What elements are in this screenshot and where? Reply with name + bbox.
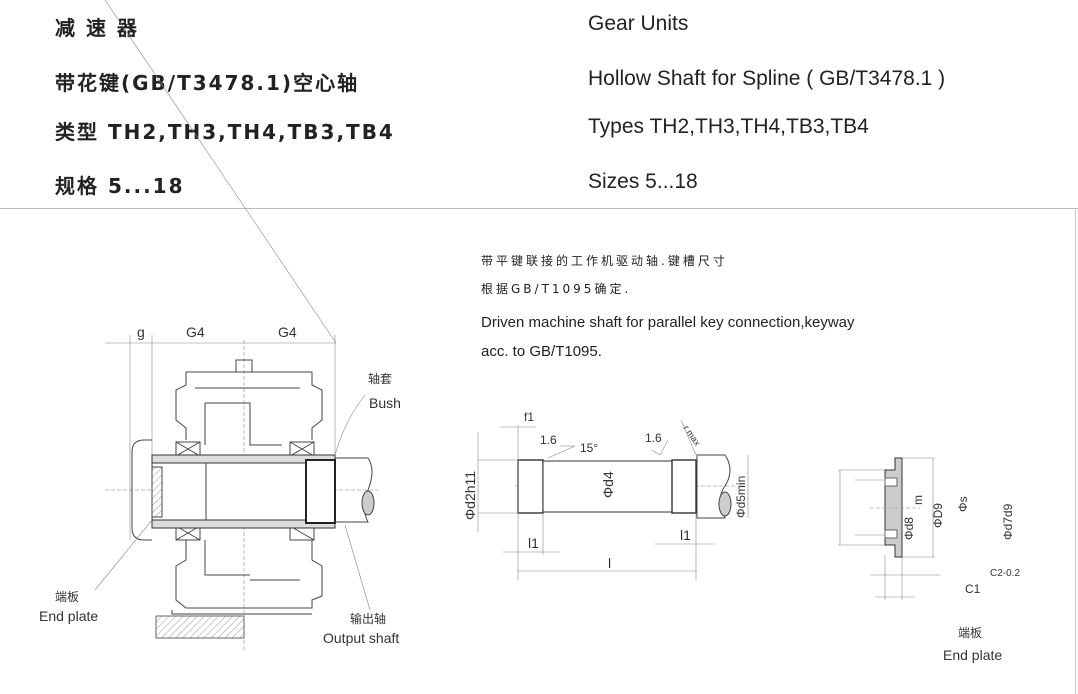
driven-shaft-drawing: f1 1.6 15° 1.6 r max Φd2h11 Φd4 Φd5min l…	[462, 410, 749, 580]
types-zh: 类型 TH2,TH3,TH4,TB3,TB4	[55, 120, 395, 144]
dim-m: m	[911, 495, 925, 505]
dim-d4: Φd4	[600, 471, 616, 498]
end-plate-caption-en: End plate	[943, 647, 1002, 663]
roughness-1: 1.6	[540, 433, 557, 447]
dim-d2h11: Φd2h11	[462, 471, 478, 520]
end-plate-label-zh: 端板	[55, 590, 79, 604]
frame-border	[1075, 208, 1076, 694]
title-zh: 减 速 器	[55, 16, 139, 40]
sizes-zh: 规格 5...18	[55, 174, 185, 198]
subtitle-en: Hollow Shaft for Spline ( GB/T3478.1 )	[588, 67, 946, 90]
note-en-2: acc. to GB/T1095.	[481, 343, 602, 360]
note-en-1: Driven machine shaft for parallel key co…	[481, 314, 855, 331]
dim-d7d9: Φd7d9	[1001, 503, 1015, 540]
r-max: r max	[681, 423, 702, 448]
bush-label-en: Bush	[369, 395, 401, 411]
title-en: Gear Units	[588, 12, 689, 35]
dim-g4-right: G4	[278, 324, 297, 340]
dim-l: l	[608, 555, 611, 571]
dim-l1-left: l1	[528, 535, 539, 551]
angle-15: 15°	[580, 441, 598, 455]
note-zh-1: 带平键联接的工作机驱动轴.键槽尺寸	[481, 254, 728, 268]
note-zh-2: 根据GB/T1095确定.	[481, 282, 632, 296]
gear-unit-assembly: g G4 G4 轴套 Bush 端板	[39, 0, 401, 650]
roughness-2: 1.6	[645, 431, 662, 445]
end-plate-caption-zh: 端板	[958, 626, 982, 640]
sizes-en: Sizes 5...18	[588, 170, 698, 193]
bush-label-zh: 轴套	[368, 371, 392, 386]
divider	[0, 208, 1078, 209]
dim-l1-right: l1	[680, 527, 691, 543]
dim-d5min: Φd5min	[734, 476, 748, 518]
end-plate-label-en: End plate	[39, 608, 98, 624]
end-plate-drawing: Φd8 m ΦD9 Φs Φd7d9 C2-0.2 C1 端板 End plat…	[838, 457, 1020, 663]
output-shaft-label-zh: 输出轴	[350, 611, 386, 626]
types-en: Types TH2,TH3,TH4,TB3,TB4	[588, 115, 869, 138]
dim-f1: f1	[524, 410, 534, 424]
dim-s: Φs	[956, 496, 970, 512]
output-shaft-label-en: Output shaft	[323, 630, 399, 646]
dim-c2: C2-0.2	[990, 568, 1020, 579]
dim-D9: ΦD9	[931, 503, 945, 528]
dim-c1: C1	[965, 582, 981, 596]
dim-g: g	[137, 324, 145, 340]
dim-d8: Φd8	[902, 517, 916, 540]
subtitle-zh: 带花键(GB/T3478.1)空心轴	[55, 71, 360, 95]
dim-g4-left: G4	[186, 324, 205, 340]
